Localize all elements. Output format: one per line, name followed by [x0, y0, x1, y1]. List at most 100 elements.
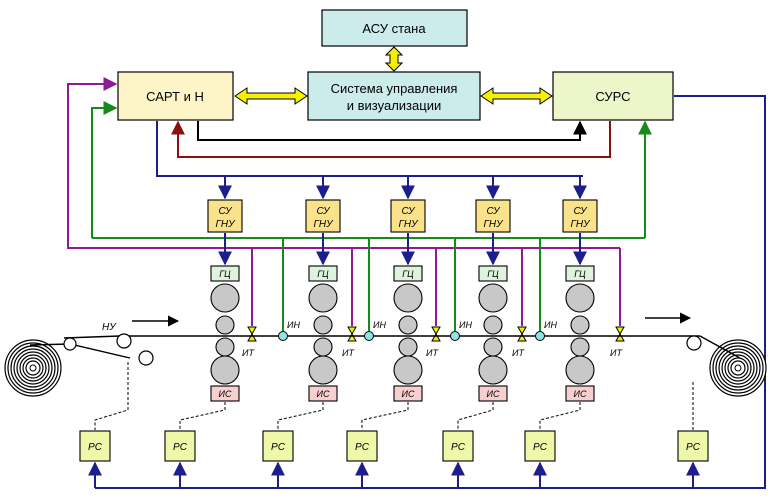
it-sensor-icon	[615, 326, 625, 342]
top-backup-roll	[478, 283, 508, 313]
asu-block: АСУ стана	[321, 9, 468, 47]
rs-label: РС	[686, 442, 701, 453]
it-sensor-icon	[517, 326, 527, 342]
rs-unit-6: РС	[524, 430, 556, 488]
surs-label: СУРС	[595, 89, 630, 104]
bottom-backup-roll	[308, 355, 338, 385]
left-coil	[4, 339, 62, 397]
rs-box	[346, 430, 378, 462]
su-label: СУ	[316, 206, 331, 217]
in-meter-2: ИН	[364, 238, 386, 341]
in-meter-4: ИН	[535, 238, 557, 341]
rs-box	[79, 430, 111, 462]
rs-box	[262, 430, 294, 462]
uncoiler-rs-dashed-link	[94, 362, 129, 430]
left-pinch-roll-c	[138, 350, 154, 366]
top-work-roll	[313, 315, 333, 335]
rs-unit-5: РС	[442, 430, 474, 488]
it-sensor-icon	[431, 326, 441, 342]
bottom-work-roll	[215, 337, 235, 357]
gc-label: ГЦ	[402, 269, 414, 279]
in-sensor-icon	[450, 331, 460, 341]
surs-rs-bus	[95, 95, 766, 489]
su-gnu-box	[305, 199, 341, 233]
gc-label: ГЦ	[487, 269, 499, 279]
is-label: ИС	[317, 389, 330, 399]
in-meter-3: ИН	[450, 238, 472, 341]
surs-block: СУРС	[552, 71, 674, 121]
bottom-work-roll	[570, 337, 590, 357]
su-label: СУ	[573, 206, 588, 217]
right-pinch-roll	[686, 335, 702, 351]
rs-label: РС	[173, 442, 188, 453]
top-work-roll	[570, 315, 590, 335]
system-surs-arrow	[480, 87, 553, 105]
asu-system-arrow	[384, 46, 404, 72]
coil-turn	[712, 342, 764, 394]
gnu-label: ГНУ	[398, 219, 419, 230]
rs-box	[677, 430, 709, 462]
gc-label: ГЦ	[219, 269, 231, 279]
right-strip-guide	[699, 335, 741, 359]
it-label: ИТ	[426, 348, 439, 358]
system-label-line2: и визуализации	[347, 98, 441, 113]
bottom-backup-roll	[478, 355, 508, 385]
bottom-backup-roll	[210, 355, 240, 385]
gc-box	[210, 265, 240, 282]
surs-sart-link	[171, 120, 611, 158]
gnu-label: ГНУ	[215, 219, 236, 230]
coil-turn	[25, 360, 41, 376]
rs-unit-4: РС	[346, 430, 378, 488]
left-pinch-roll-a	[63, 337, 77, 351]
sart-system-arrow	[234, 87, 308, 105]
stand-1: СУ ГНУ ГЦ ИС ИТ	[179, 176, 257, 430]
rs-row: РС РС РС РС РС РС РС	[79, 362, 709, 488]
coil-turn	[19, 354, 47, 382]
it-sensor-icon	[347, 326, 357, 342]
is-label: ИС	[402, 389, 415, 399]
coil-turn	[718, 348, 758, 388]
rs-unit-1: РС	[79, 430, 111, 488]
sart-su-bus	[156, 121, 583, 177]
coil-turn	[13, 348, 53, 388]
system-block: Система управления и визуализации	[307, 71, 481, 121]
it-label: ИТ	[242, 348, 255, 358]
su-gnu-box	[390, 199, 426, 233]
is-box	[393, 385, 423, 402]
it-label: ИТ	[512, 348, 525, 358]
yellow-double-arrows	[234, 46, 553, 105]
su-label: СУ	[218, 206, 233, 217]
in-label: ИН	[373, 320, 386, 330]
su-label: СУ	[401, 206, 416, 217]
is-rs-dashed-link	[457, 402, 494, 430]
bottom-backup-roll	[565, 355, 595, 385]
coiler	[686, 335, 767, 397]
su-gnu-box	[562, 199, 598, 233]
top-backup-roll	[308, 283, 338, 313]
it-label: ИТ	[610, 348, 623, 358]
is-label: ИС	[219, 389, 232, 399]
rs-unit-2: РС	[164, 430, 196, 488]
rs-label: РС	[271, 442, 286, 453]
rs-label: РС	[451, 442, 466, 453]
is-label: ИС	[487, 389, 500, 399]
green-to-sart	[91, 101, 118, 238]
gnu-label: ГНУ	[313, 219, 334, 230]
rs-box	[524, 430, 556, 462]
left-pinch-roll-b	[116, 333, 132, 349]
bottom-work-roll	[483, 337, 503, 357]
in-label: ИН	[459, 320, 472, 330]
top-work-roll	[215, 315, 235, 335]
in-meters: ИН ИН ИН ИН	[278, 238, 557, 341]
is-rs-dashed-link	[179, 402, 226, 430]
is-box	[478, 385, 508, 402]
su-gnu-box	[207, 199, 243, 233]
is-label: ИС	[574, 389, 587, 399]
rs-unit-3: РС	[262, 430, 294, 488]
in-meter-1: ИН	[278, 238, 300, 341]
coil-turn	[16, 351, 50, 385]
sart-label: САРТ и Н	[146, 89, 204, 104]
bottom-work-roll	[313, 337, 333, 357]
